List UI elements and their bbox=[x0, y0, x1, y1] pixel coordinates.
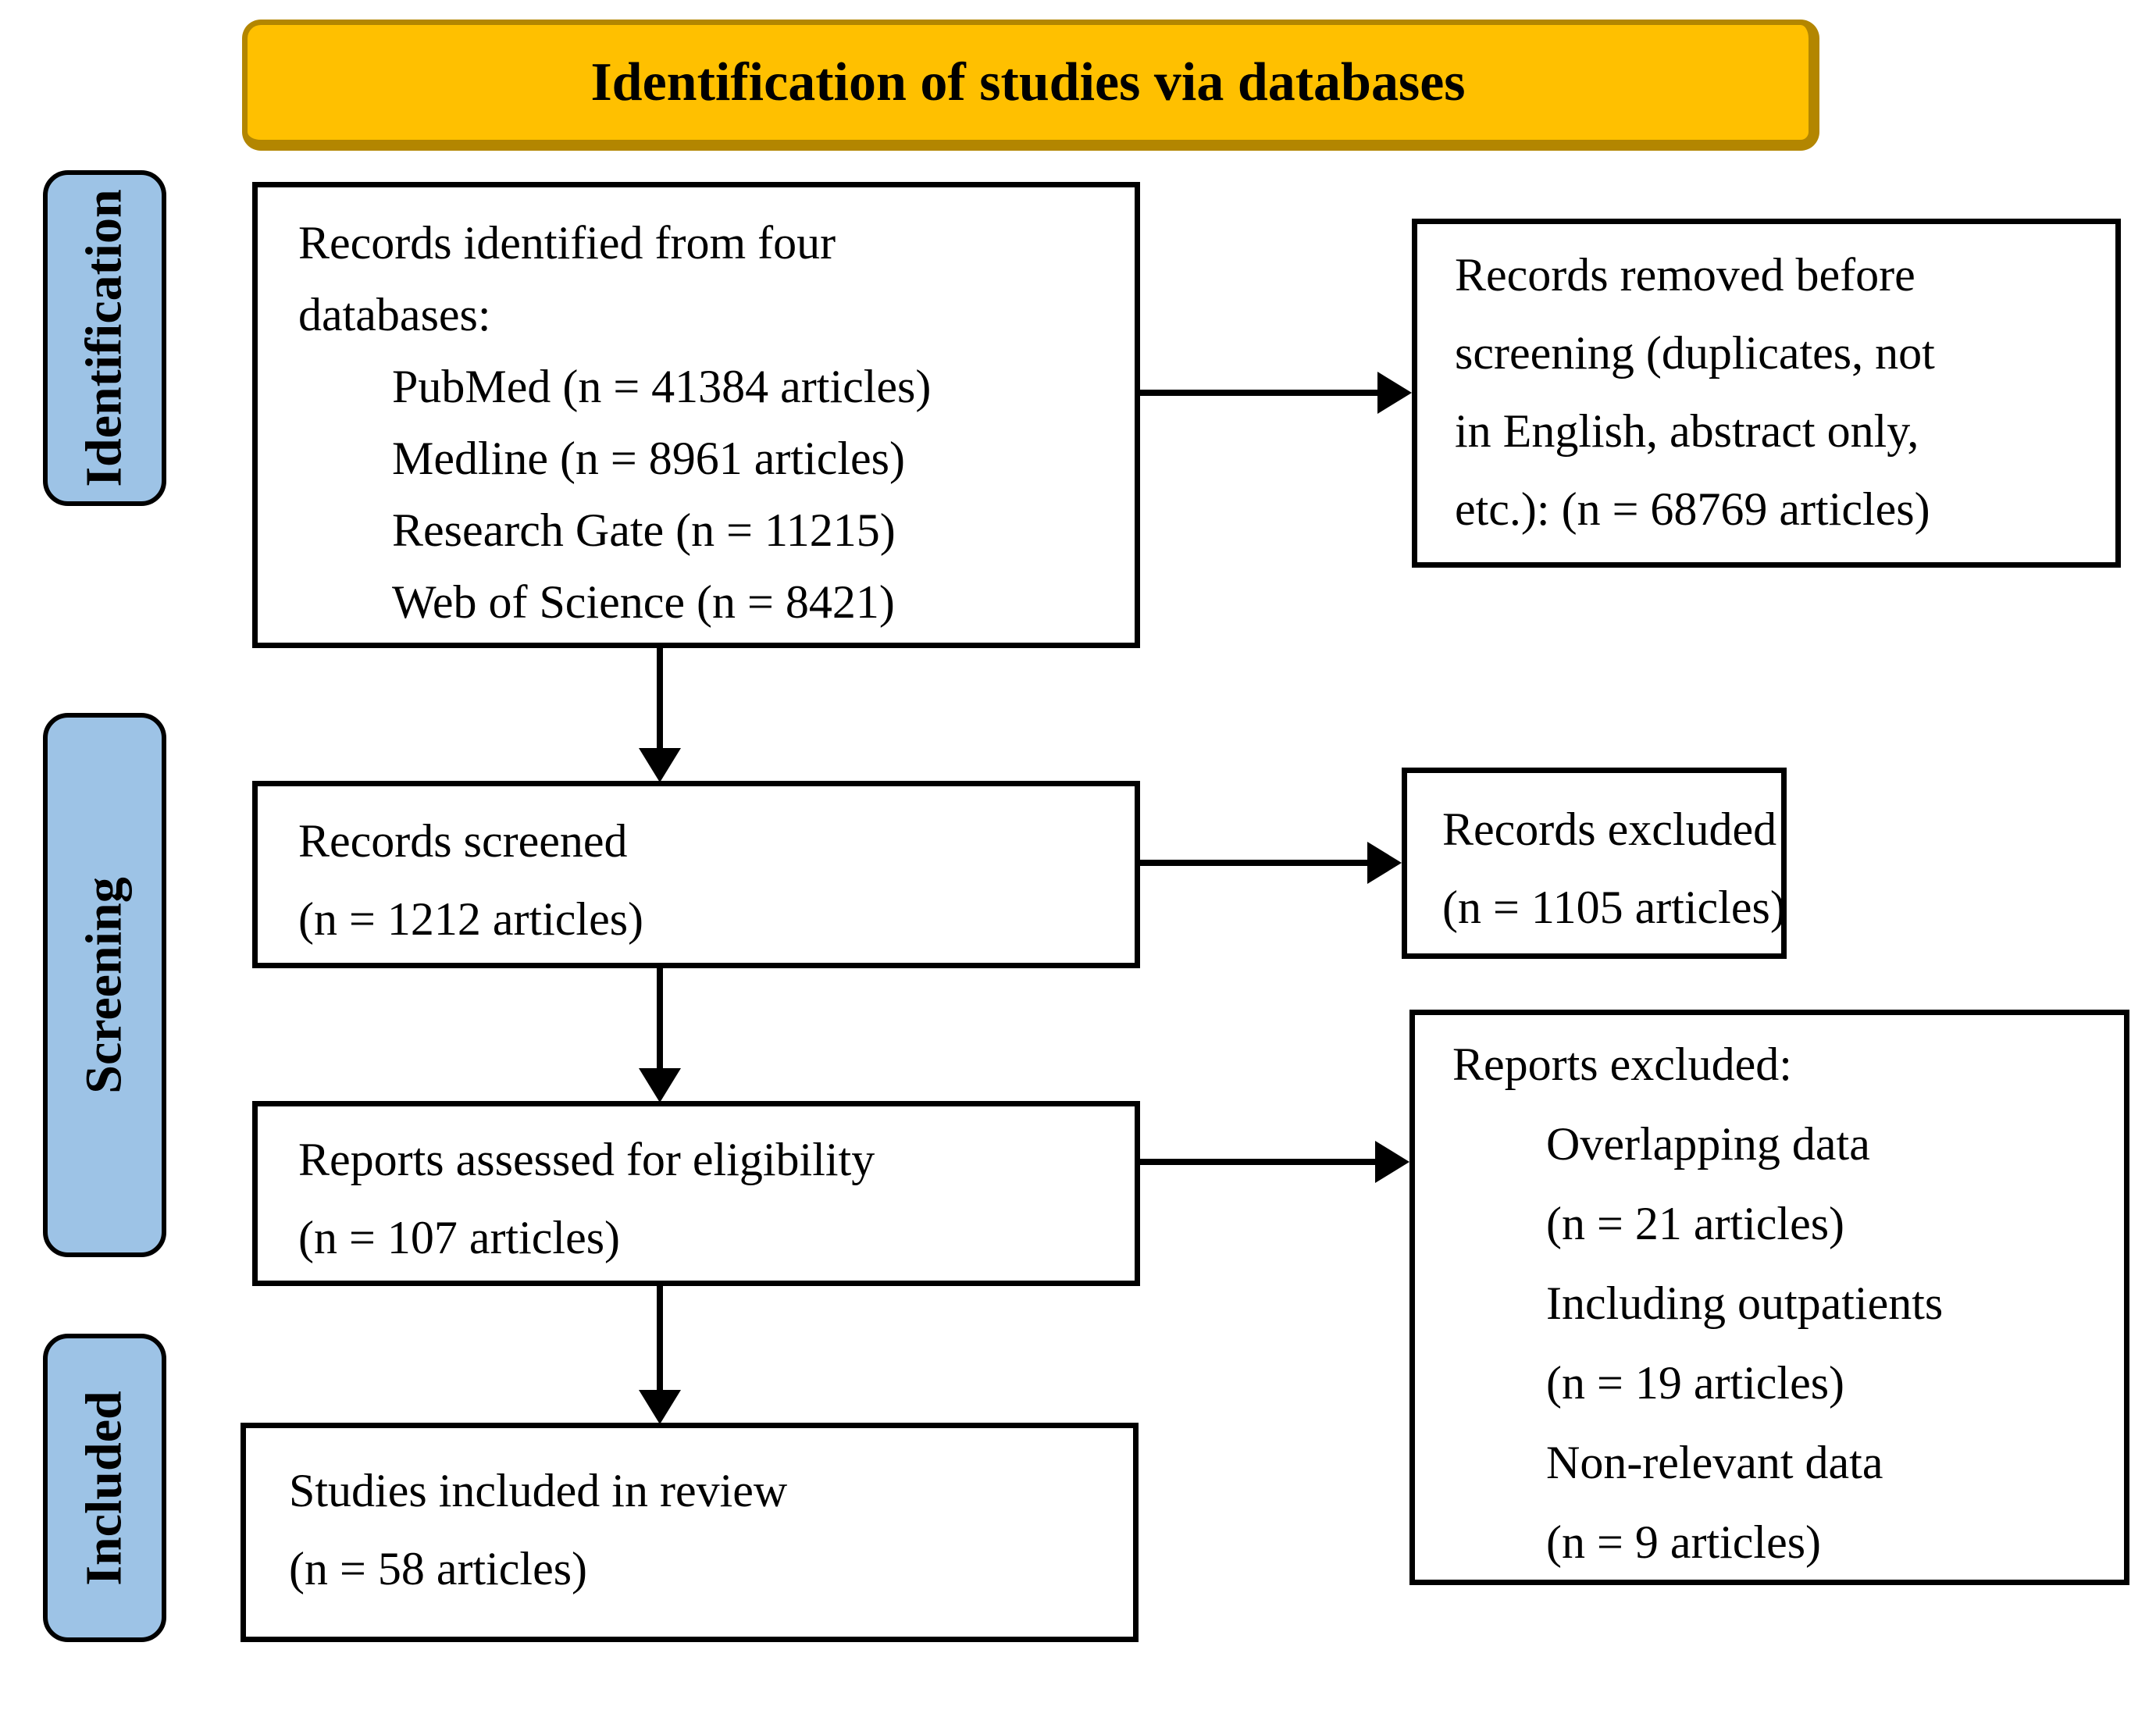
arrow-identified-to-removed-head bbox=[1377, 372, 1412, 414]
reports-excluded-line: (n = 21 articles) bbox=[1546, 1198, 1845, 1249]
reports-assessed-line: (n = 107 articles) bbox=[298, 1212, 621, 1263]
reports-excluded-line: (n = 9 articles) bbox=[1546, 1516, 1822, 1568]
reports-assessed-line: Reports assessed for eligibility bbox=[298, 1134, 875, 1185]
reports-excluded-line: Non-relevant data bbox=[1546, 1437, 1883, 1488]
records-identified-line: Web of Science (n = 8421) bbox=[392, 576, 895, 628]
flow-box-reports-assessed: Reports assessed for eligibility (n = 10… bbox=[252, 1101, 1140, 1286]
reports-excluded-line: Reports excluded: bbox=[1452, 1039, 1792, 1090]
records-removed-line: Records removed before bbox=[1455, 249, 1915, 301]
records-excluded-line: Records excluded bbox=[1442, 803, 1777, 855]
arrow-identified-to-screened-head bbox=[639, 748, 681, 782]
arrow-screened-to-assessed-line bbox=[657, 968, 663, 1070]
flow-box-records-excluded: Records excluded (n = 1105 articles) bbox=[1402, 768, 1787, 959]
stage-label-identification: Identification bbox=[43, 170, 166, 506]
records-excluded-line: (n = 1105 articles) bbox=[1442, 882, 1786, 933]
flow-box-records-identified: Records identified from four databases: … bbox=[252, 182, 1140, 648]
arrow-assessed-to-included-line bbox=[657, 1284, 663, 1391]
banner: Identification of studies via databases bbox=[242, 20, 1819, 151]
records-identified-line: databases: bbox=[298, 289, 491, 340]
flow-box-reports-excluded: Reports excluded: Overlapping data (n = … bbox=[1409, 1010, 2129, 1585]
banner-title: Identification of studies via databases bbox=[590, 52, 1466, 112]
reports-excluded-line: Overlapping data bbox=[1546, 1118, 1870, 1170]
records-removed-line: etc.): (n = 68769 articles) bbox=[1455, 483, 1930, 535]
arrow-assessed-to-excluded-line bbox=[1140, 1159, 1377, 1165]
records-screened-line: Records screened bbox=[298, 815, 628, 867]
stage-label-identification-text: Identification bbox=[76, 189, 133, 487]
arrow-identified-to-removed-line bbox=[1140, 390, 1379, 396]
arrow-screened-to-assessed-head bbox=[639, 1068, 681, 1103]
flow-box-studies-included: Studies included in review (n = 58 artic… bbox=[241, 1423, 1139, 1642]
records-removed-line: screening (duplicates, not bbox=[1455, 327, 1935, 379]
records-identified-line: Records identified from four bbox=[298, 217, 836, 269]
arrow-assessed-to-excluded-head bbox=[1375, 1141, 1409, 1183]
flow-box-records-screened: Records screened (n = 1212 articles) bbox=[252, 781, 1140, 968]
stage-label-screening: Screening bbox=[43, 713, 166, 1257]
records-identified-line: Medline (n = 8961 articles) bbox=[392, 433, 905, 484]
records-removed-line: in English, abstract only, bbox=[1455, 405, 1919, 457]
records-identified-line: Research Gate (n = 11215) bbox=[392, 504, 896, 556]
stage-label-screening-text: Screening bbox=[76, 876, 134, 1094]
stage-label-included-text: Included bbox=[76, 1390, 133, 1586]
studies-included-line: Studies included in review bbox=[289, 1465, 788, 1516]
arrow-assessed-to-included-head bbox=[639, 1390, 681, 1424]
records-screened-line: (n = 1212 articles) bbox=[298, 893, 644, 945]
stage-label-included: Included bbox=[43, 1334, 166, 1642]
arrow-identified-to-screened-line bbox=[657, 648, 663, 750]
arrow-screened-to-excluded-head bbox=[1367, 842, 1402, 884]
records-identified-line: PubMed (n = 41384 articles) bbox=[392, 361, 932, 412]
arrow-screened-to-excluded-line bbox=[1140, 860, 1369, 866]
flow-box-records-removed: Records removed before screening (duplic… bbox=[1412, 219, 2121, 568]
reports-excluded-line: Including outpatients bbox=[1546, 1277, 1944, 1329]
reports-excluded-line: (n = 19 articles) bbox=[1546, 1357, 1845, 1409]
studies-included-line: (n = 58 articles) bbox=[289, 1543, 588, 1594]
